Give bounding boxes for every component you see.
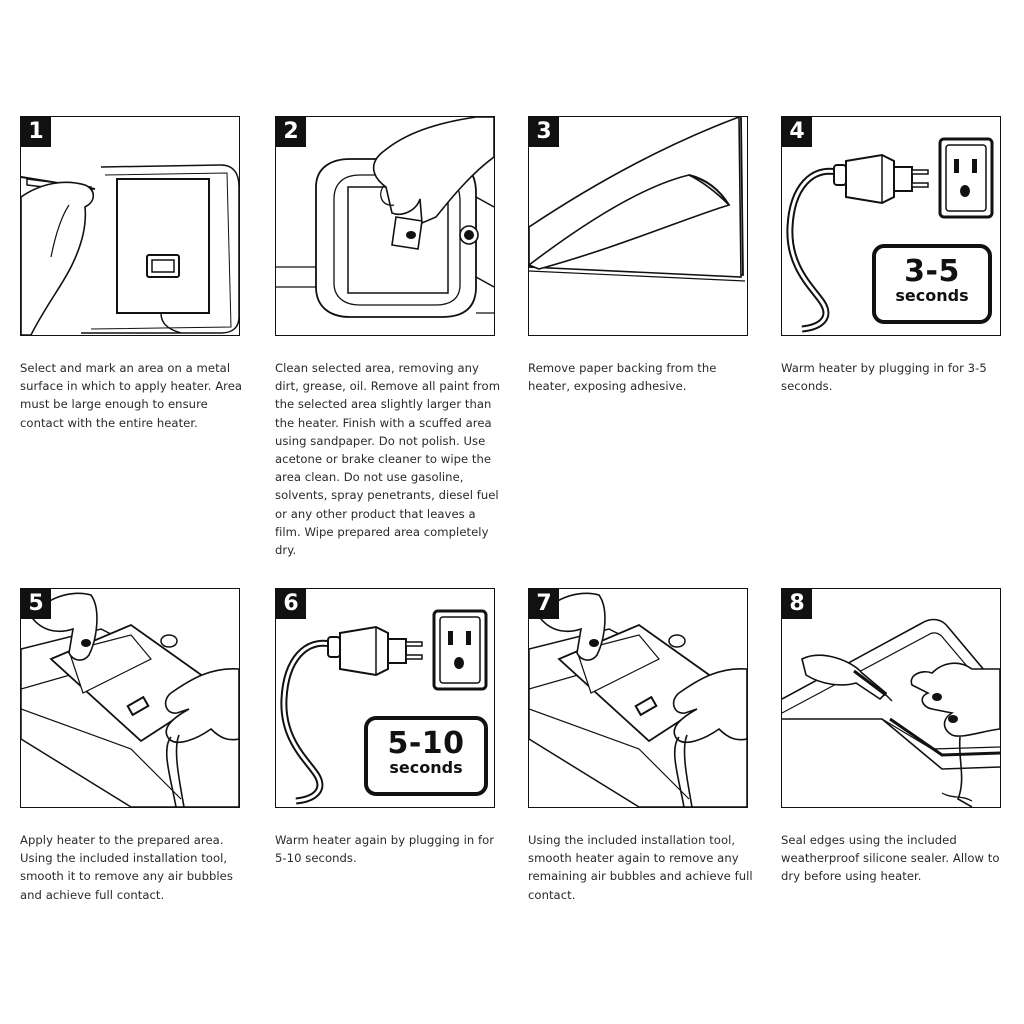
step-8-number: 8 (782, 589, 812, 619)
step-4-number: 4 (782, 117, 812, 147)
step-5-number: 5 (21, 589, 51, 619)
seal-edges-drawing (782, 618, 1000, 807)
step-3: 3 Remove paper backing from the heater, … (528, 116, 750, 395)
step-5-illustration: 5 (20, 588, 240, 808)
step-1: 1 Select and mark an area on a metal sur… (20, 116, 242, 432)
step-3-number: 3 (529, 117, 559, 147)
step-7-text: Using the included installation tool, sm… (528, 833, 753, 902)
step-6-number: 6 (276, 589, 306, 619)
step-1-number: 1 (21, 117, 51, 147)
remove-backing-drawing (529, 117, 746, 282)
apply-heater-drawing (21, 592, 239, 807)
duration-unit: seconds (389, 758, 463, 777)
step-4: 4 3-5 seconds Warm heater by plugging in… (781, 116, 1003, 395)
step-2-number: 2 (276, 117, 306, 147)
step-2: 2 Clean selected area, removing any dirt… (275, 116, 500, 559)
step-7: 7 Using the included installation tool, … (528, 588, 753, 904)
step-3-text: Remove paper backing from the heater, ex… (528, 361, 717, 394)
step-2-text: Clean selected area, removing any dirt, … (275, 361, 501, 558)
step-7-number: 7 (529, 589, 559, 619)
step-6: 6 5-10 seconds Warm heater again by plug… (275, 588, 497, 867)
step-6-illustration: 6 5-10 seconds (275, 588, 495, 808)
step-8-text: Seal edges using the included weatherpro… (781, 833, 1000, 884)
step-6-text: Warm heater again by plugging in for 5-1… (275, 833, 495, 866)
duration-value: 3-5 (904, 254, 960, 289)
step-5-text: Apply heater to the prepared area. Using… (20, 833, 233, 902)
duration-badge: 5-10 seconds (364, 716, 488, 796)
step-5: 5 Apply heater to the prepared area. Usi… (20, 588, 242, 904)
step-4-text: Warm heater by plugging in for 3-5 secon… (781, 361, 987, 394)
duration-value: 5-10 (387, 726, 465, 761)
step-1-text: Select and mark an area on a metal surfa… (20, 361, 243, 430)
step-8-illustration: 8 (781, 588, 1001, 808)
step-2-illustration: 2 (275, 116, 495, 336)
step-7-illustration: 7 (528, 588, 748, 808)
step-3-illustration: 3 (528, 116, 748, 336)
step-1-illustration: 1 (20, 116, 240, 336)
duration-badge: 3-5 seconds (872, 244, 992, 324)
step-8: 8 Seal edges using the included weatherp… (781, 588, 1003, 886)
step-4-illustration: 4 3-5 seconds (781, 116, 1001, 336)
clean-area-drawing (276, 117, 494, 318)
duration-unit: seconds (895, 286, 969, 305)
smooth-heater-drawing (529, 592, 747, 807)
mark-area-drawing (21, 164, 239, 335)
